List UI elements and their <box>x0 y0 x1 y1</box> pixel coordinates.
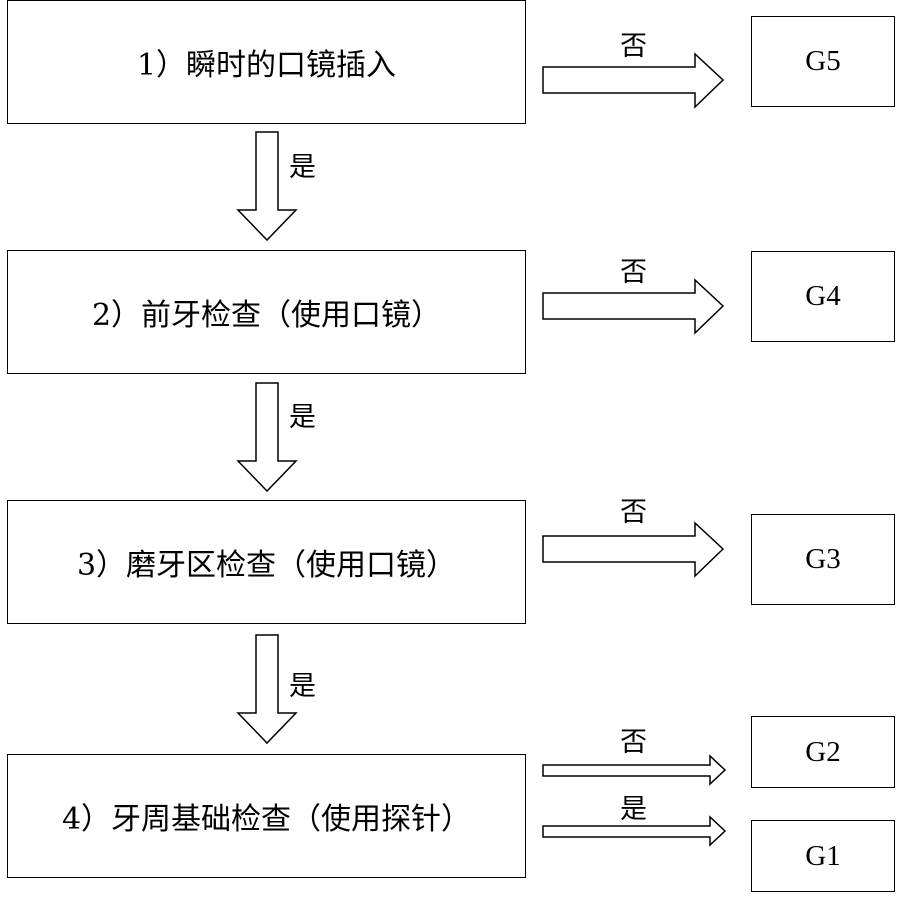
grade-g2-box: G2 <box>751 716 895 788</box>
no-label-g2: 否 <box>620 727 647 758</box>
down-arrow-1-2 <box>236 131 298 242</box>
step-1-label: 1）瞬时的口镜插入 <box>136 48 397 83</box>
grade-g2-label: G2 <box>805 735 841 768</box>
grade-g3-box: G3 <box>751 514 895 605</box>
yes-label-g1: 是 <box>620 794 647 825</box>
grade-g1-label: G1 <box>805 839 841 872</box>
right-arrow-to-g3 <box>542 521 725 578</box>
step-3-box: 3）磨牙区检查（使用口镜） <box>7 500 526 624</box>
grade-g5-label: G5 <box>805 45 841 77</box>
yes-label-2: 是 <box>289 402 316 433</box>
down-arrow-2-3 <box>236 382 298 493</box>
no-label-g4: 否 <box>620 257 647 288</box>
right-arrow-to-g1 <box>542 815 727 847</box>
step-1-box: 1）瞬时的口镜插入 <box>7 0 526 124</box>
step-3-label: 3）磨牙区检查（使用口镜） <box>76 548 457 583</box>
step-2-box: 2）前牙检查（使用口镜） <box>7 250 526 374</box>
step-2-label: 2）前牙检查（使用口镜） <box>91 298 442 333</box>
yes-label-3: 是 <box>289 671 316 702</box>
grade-g1-box: G1 <box>751 820 895 892</box>
grade-g4-label: G4 <box>805 280 841 312</box>
right-arrow-to-g4 <box>542 278 725 335</box>
no-label-g5: 否 <box>620 31 647 62</box>
step-4-label: 4）牙周基础检查（使用探针） <box>61 802 472 837</box>
grade-g4-box: G4 <box>751 251 895 342</box>
down-arrow-3-4 <box>236 634 298 745</box>
no-label-g3: 否 <box>620 497 647 528</box>
right-arrow-to-g5 <box>542 52 725 109</box>
grade-g3-label: G3 <box>805 543 841 575</box>
yes-label-1: 是 <box>289 152 316 183</box>
right-arrow-to-g2 <box>542 754 727 786</box>
grade-g5-box: G5 <box>751 16 895 107</box>
step-4-box: 4）牙周基础检查（使用探针） <box>7 754 526 878</box>
